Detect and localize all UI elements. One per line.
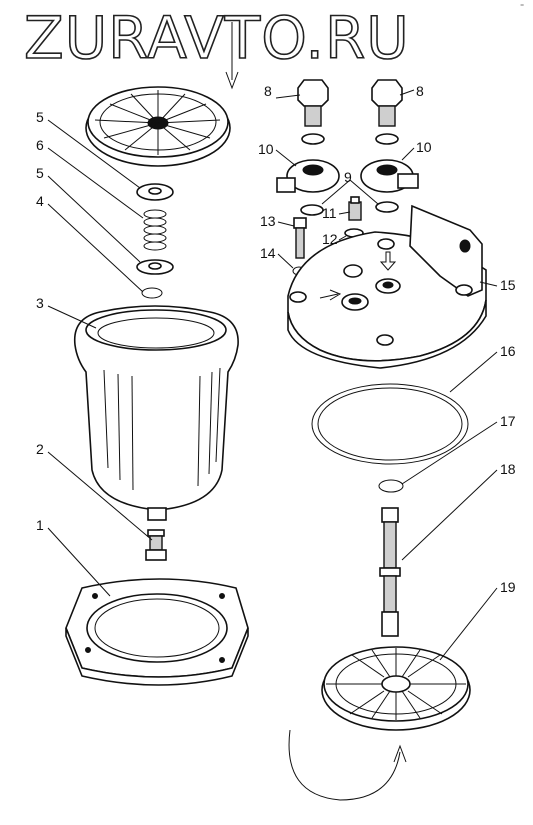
callout-17: 17	[500, 413, 516, 429]
callout-15: 15	[500, 277, 516, 293]
snap-ring	[141, 287, 163, 299]
callout-18: 18	[500, 461, 516, 477]
site-watermark: ZURAVTO.RU	[24, 4, 410, 72]
spring	[143, 209, 167, 251]
banjo-fitting-right	[360, 159, 419, 193]
drain-plug	[145, 529, 167, 561]
callout-numbers: 5 6 5 4 3 2 1 8 8 10 10 9 11 12 13 14 15…	[36, 83, 516, 595]
washer-upper	[136, 183, 174, 201]
corner-mark: ⁼	[520, 2, 524, 11]
top-diffuser-plate	[85, 86, 231, 167]
assembly-arrow-top	[225, 22, 239, 90]
callout-10-right: 10	[416, 139, 432, 155]
center-rod	[379, 507, 401, 637]
screw	[293, 217, 307, 259]
callout-1: 1	[36, 517, 44, 533]
callout-8-left: 8	[264, 83, 272, 99]
snap-ring-lower	[378, 479, 404, 493]
callout-14: 14	[260, 245, 276, 261]
mounting-flange	[65, 578, 249, 686]
callout-2: 2	[36, 441, 44, 457]
bleed-valve	[348, 196, 362, 221]
callout-6: 6	[36, 137, 44, 153]
filter-bowl	[73, 305, 239, 521]
sealing-washers-lower	[300, 201, 399, 216]
washer-lower	[136, 259, 174, 275]
housing-gasket	[311, 383, 469, 465]
bottom-diffuser-plate	[321, 646, 471, 731]
callout-13: 13	[260, 213, 276, 229]
sealing-washers-upper	[301, 133, 399, 145]
banjo-fitting-left	[276, 159, 340, 193]
callout-11: 11	[322, 205, 337, 221]
callout-8-right: 8	[416, 83, 424, 99]
callout-5-upper: 5	[36, 109, 44, 125]
callout-16: 16	[500, 343, 516, 359]
callout-12: 12	[322, 231, 338, 247]
assembly-arrow-bottom	[288, 729, 407, 801]
callout-19: 19	[500, 579, 516, 595]
filter-housing	[287, 204, 487, 369]
callout-10-left: 10	[258, 141, 274, 157]
callout-4: 4	[36, 193, 44, 209]
callout-5-lower: 5	[36, 165, 44, 181]
callout-3: 3	[36, 295, 44, 311]
banjo-bolt-left	[297, 79, 329, 127]
banjo-bolt-right	[371, 79, 403, 127]
leader-lines	[47, 89, 498, 661]
callout-9: 9	[344, 169, 352, 185]
